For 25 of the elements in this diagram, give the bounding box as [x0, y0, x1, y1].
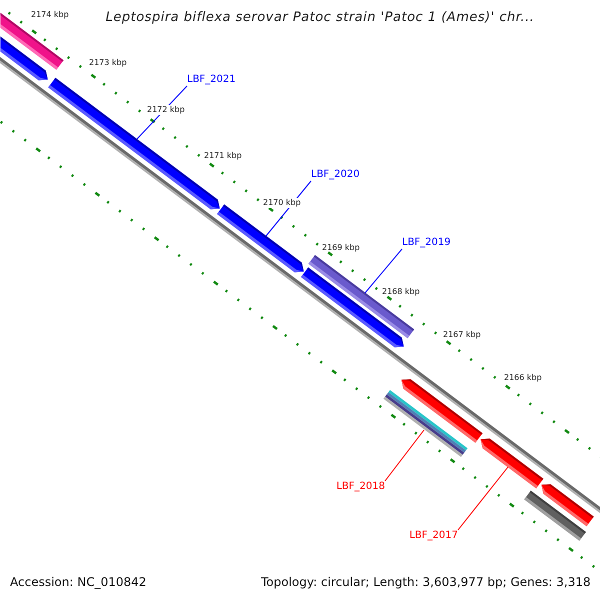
- gene-feature: [383, 390, 468, 457]
- leader-line: [458, 466, 508, 530]
- gene-label: LBF_2017: [409, 530, 458, 542]
- footer-text: Accession: NC_010842: [10, 575, 146, 589]
- gene-label: LBF_2021: [187, 74, 236, 86]
- position-label: 2166 kbp: [503, 373, 543, 383]
- position-label: 2172 kbp: [146, 105, 186, 115]
- leader-line: [384, 430, 424, 482]
- gene-label: LBF_2019: [402, 237, 451, 249]
- position-label: 2171 kbp: [203, 151, 243, 161]
- gene-label: LBF_2020: [311, 169, 360, 181]
- gene-feature: [0, 36, 48, 80]
- map-title: Leptospira biflexa serovar Patoc strain 'Patoc 1 (Ames)' chr...: [104, 9, 536, 27]
- position-label: 2168 kbp: [381, 287, 421, 297]
- position-label: 2169 kbp: [321, 243, 361, 253]
- position-label: 2173 kbp: [88, 58, 128, 68]
- position-label: 2167 kbp: [442, 330, 482, 340]
- position-label: 2174 kbp: [30, 10, 70, 20]
- gene-feature: [524, 490, 586, 541]
- leader-line: [364, 248, 402, 294]
- position-label: 2170 kbp: [262, 198, 302, 208]
- gene-feature: [480, 438, 544, 488]
- footer-text: Topology: circular; Length: 3,603,977 bp; Genes: 3,318: [261, 575, 591, 589]
- gene-feature: [401, 379, 483, 443]
- gene-label: LBF_2018: [336, 481, 385, 493]
